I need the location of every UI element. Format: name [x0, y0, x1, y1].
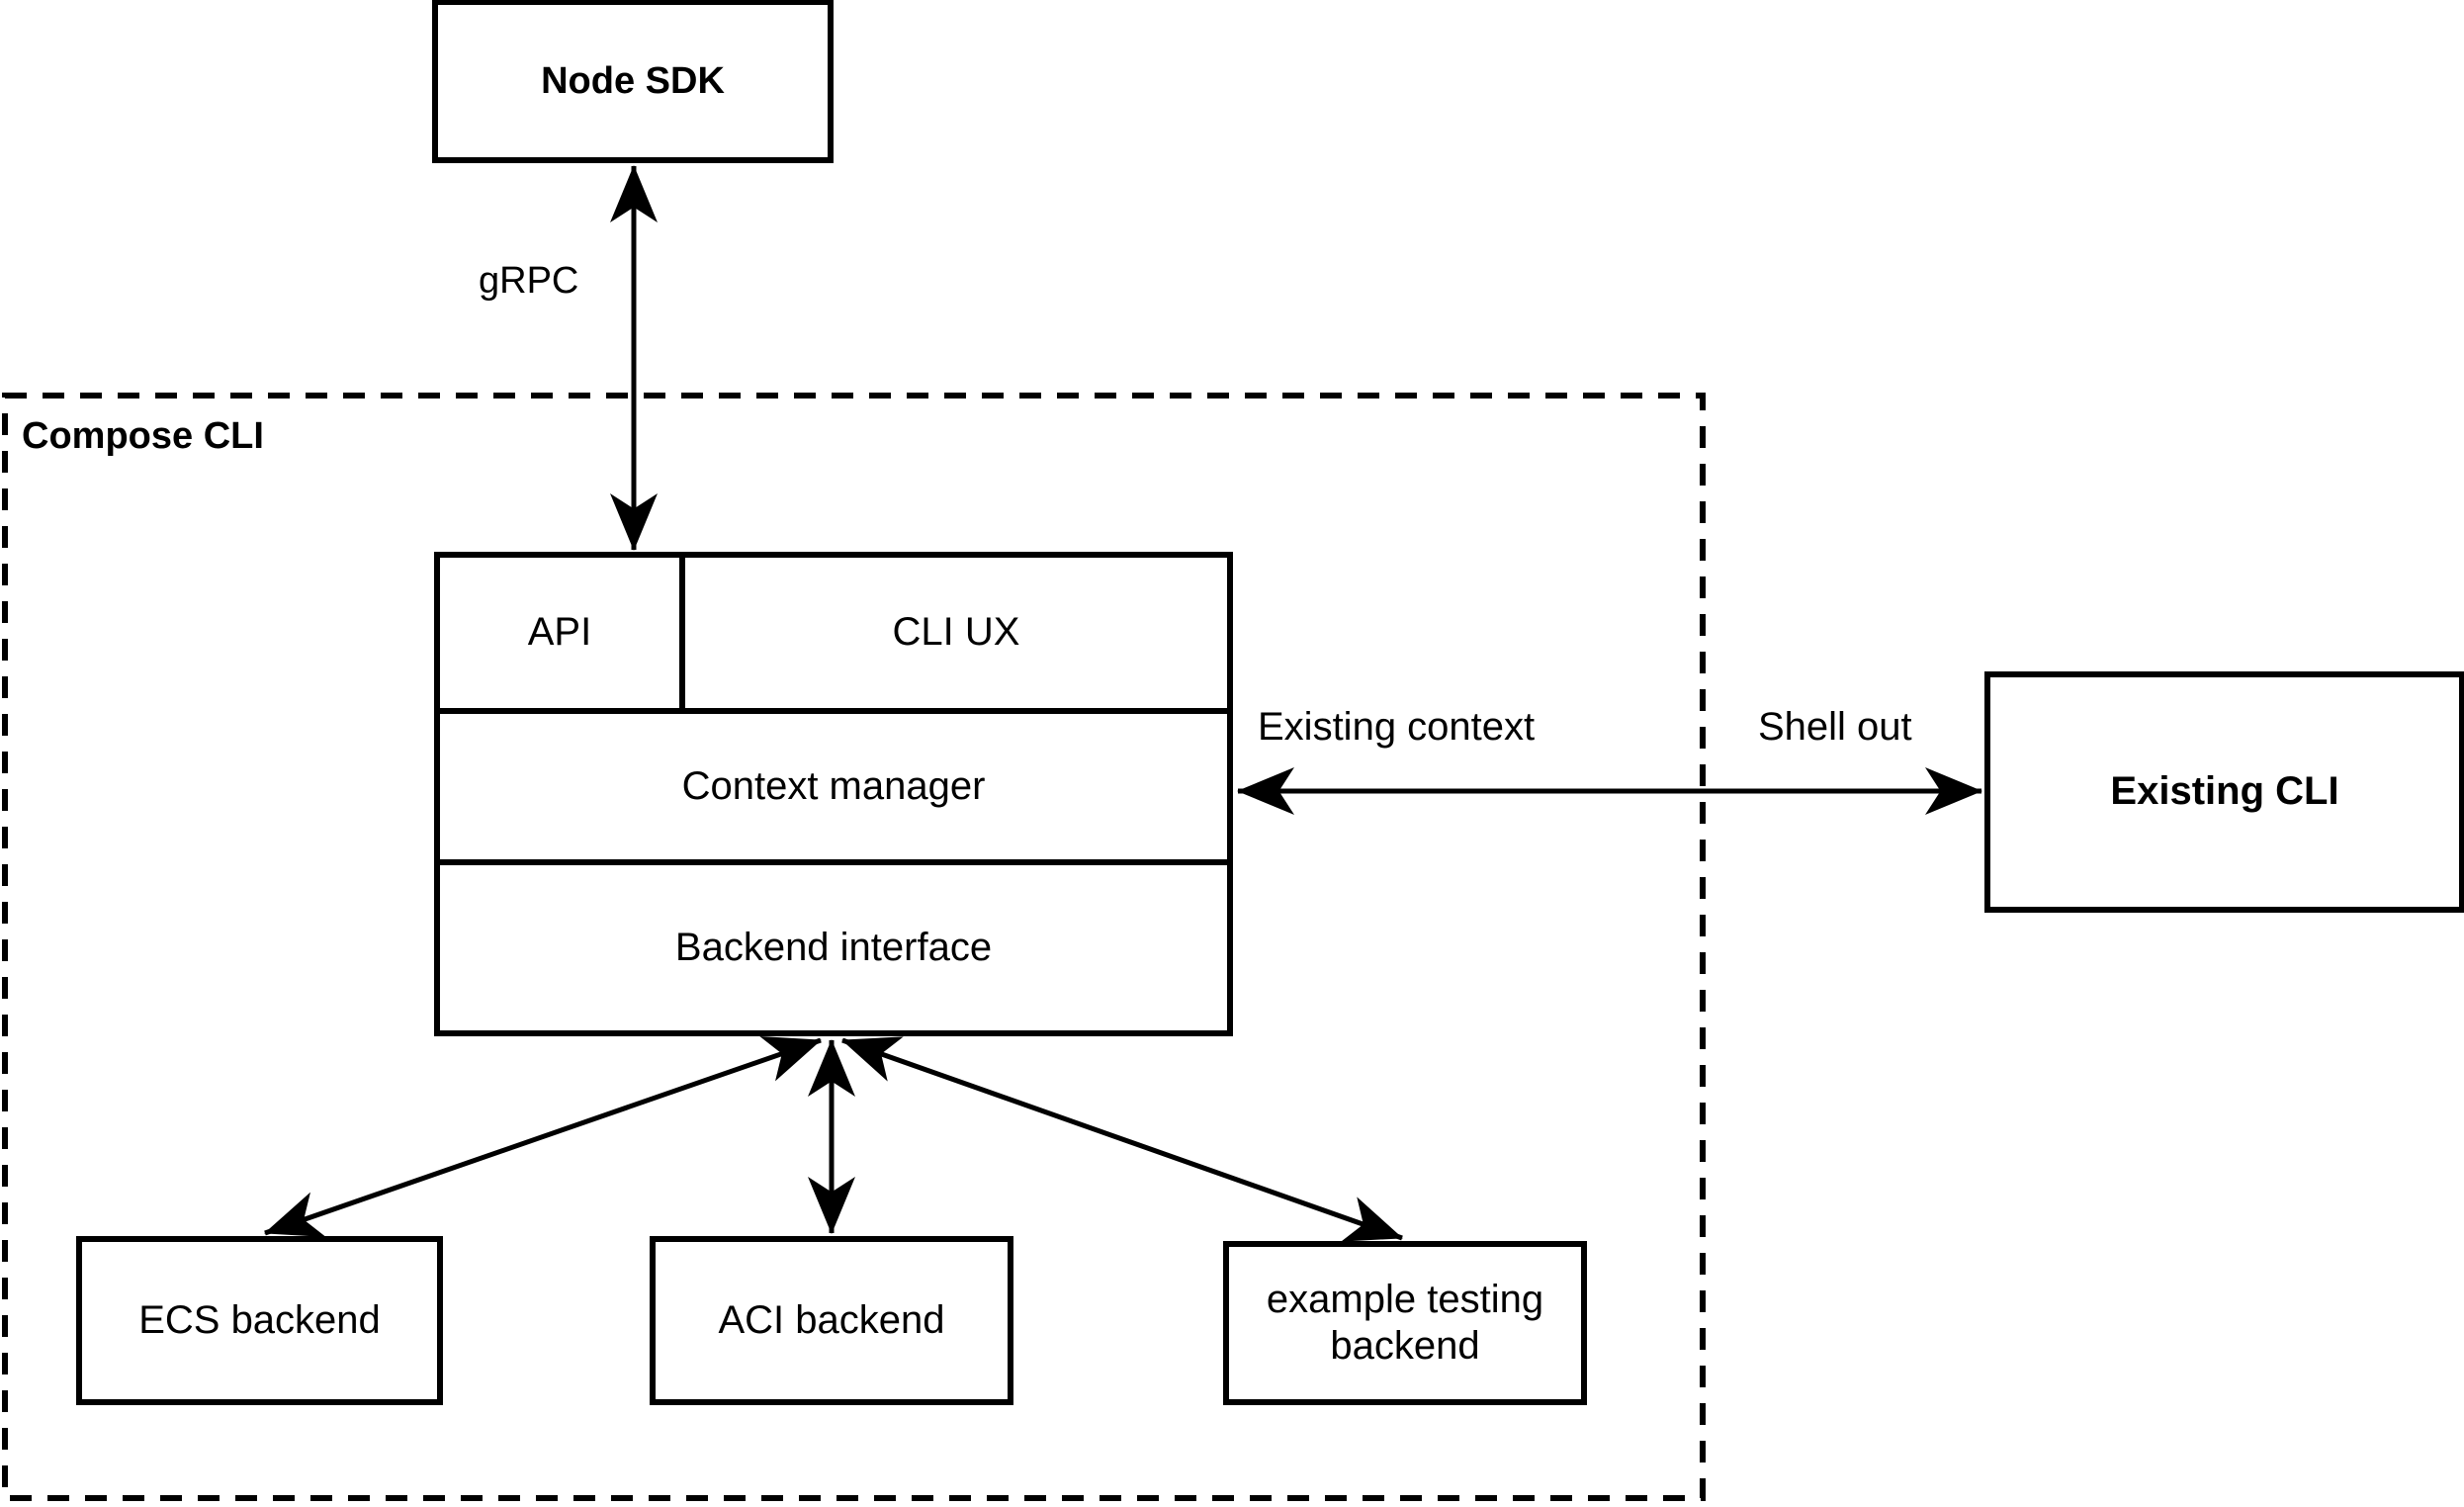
compose-cli-container: [2, 393, 1706, 1501]
backend-interface-label: Backend interface: [674, 925, 993, 969]
example-testing-backend-line1: example testing: [1266, 1277, 1544, 1321]
compose-stack-box: [434, 552, 1233, 1036]
node-sdk-box: [432, 0, 834, 163]
compose-cli-title: Compose CLI: [22, 415, 264, 457]
backend-to-example-arrow: [841, 1036, 1403, 1242]
example-testing-backend-label: example testing backend: [1226, 1244, 1584, 1402]
cli-ux-label: CLI UX: [892, 610, 1020, 655]
context-manager-label: Context manager: [681, 763, 986, 808]
example-testing-backend-line2: backend: [1330, 1324, 1480, 1368]
aci-backend-box: [650, 1236, 1013, 1405]
existing-cli-label: Existing CLI: [2110, 769, 2339, 814]
aci-backend-label: ACI backend: [718, 1297, 945, 1342]
ecs-backend-label: ECS backend: [138, 1297, 381, 1342]
shell-out-edge-label: Shell out: [1758, 705, 1912, 749]
api-label: API: [527, 610, 592, 655]
existing-cli-box: [1984, 671, 2464, 913]
ecs-backend-box: [76, 1236, 443, 1405]
existing-context-edge-label: Existing context: [1258, 705, 1536, 749]
example-testing-backend-box: [1223, 1241, 1587, 1405]
node-sdk-label: Node SDK: [541, 59, 725, 102]
grpc-edge-label: gRPC: [479, 260, 579, 302]
backend-to-ecs-arrow: [264, 1036, 822, 1237]
